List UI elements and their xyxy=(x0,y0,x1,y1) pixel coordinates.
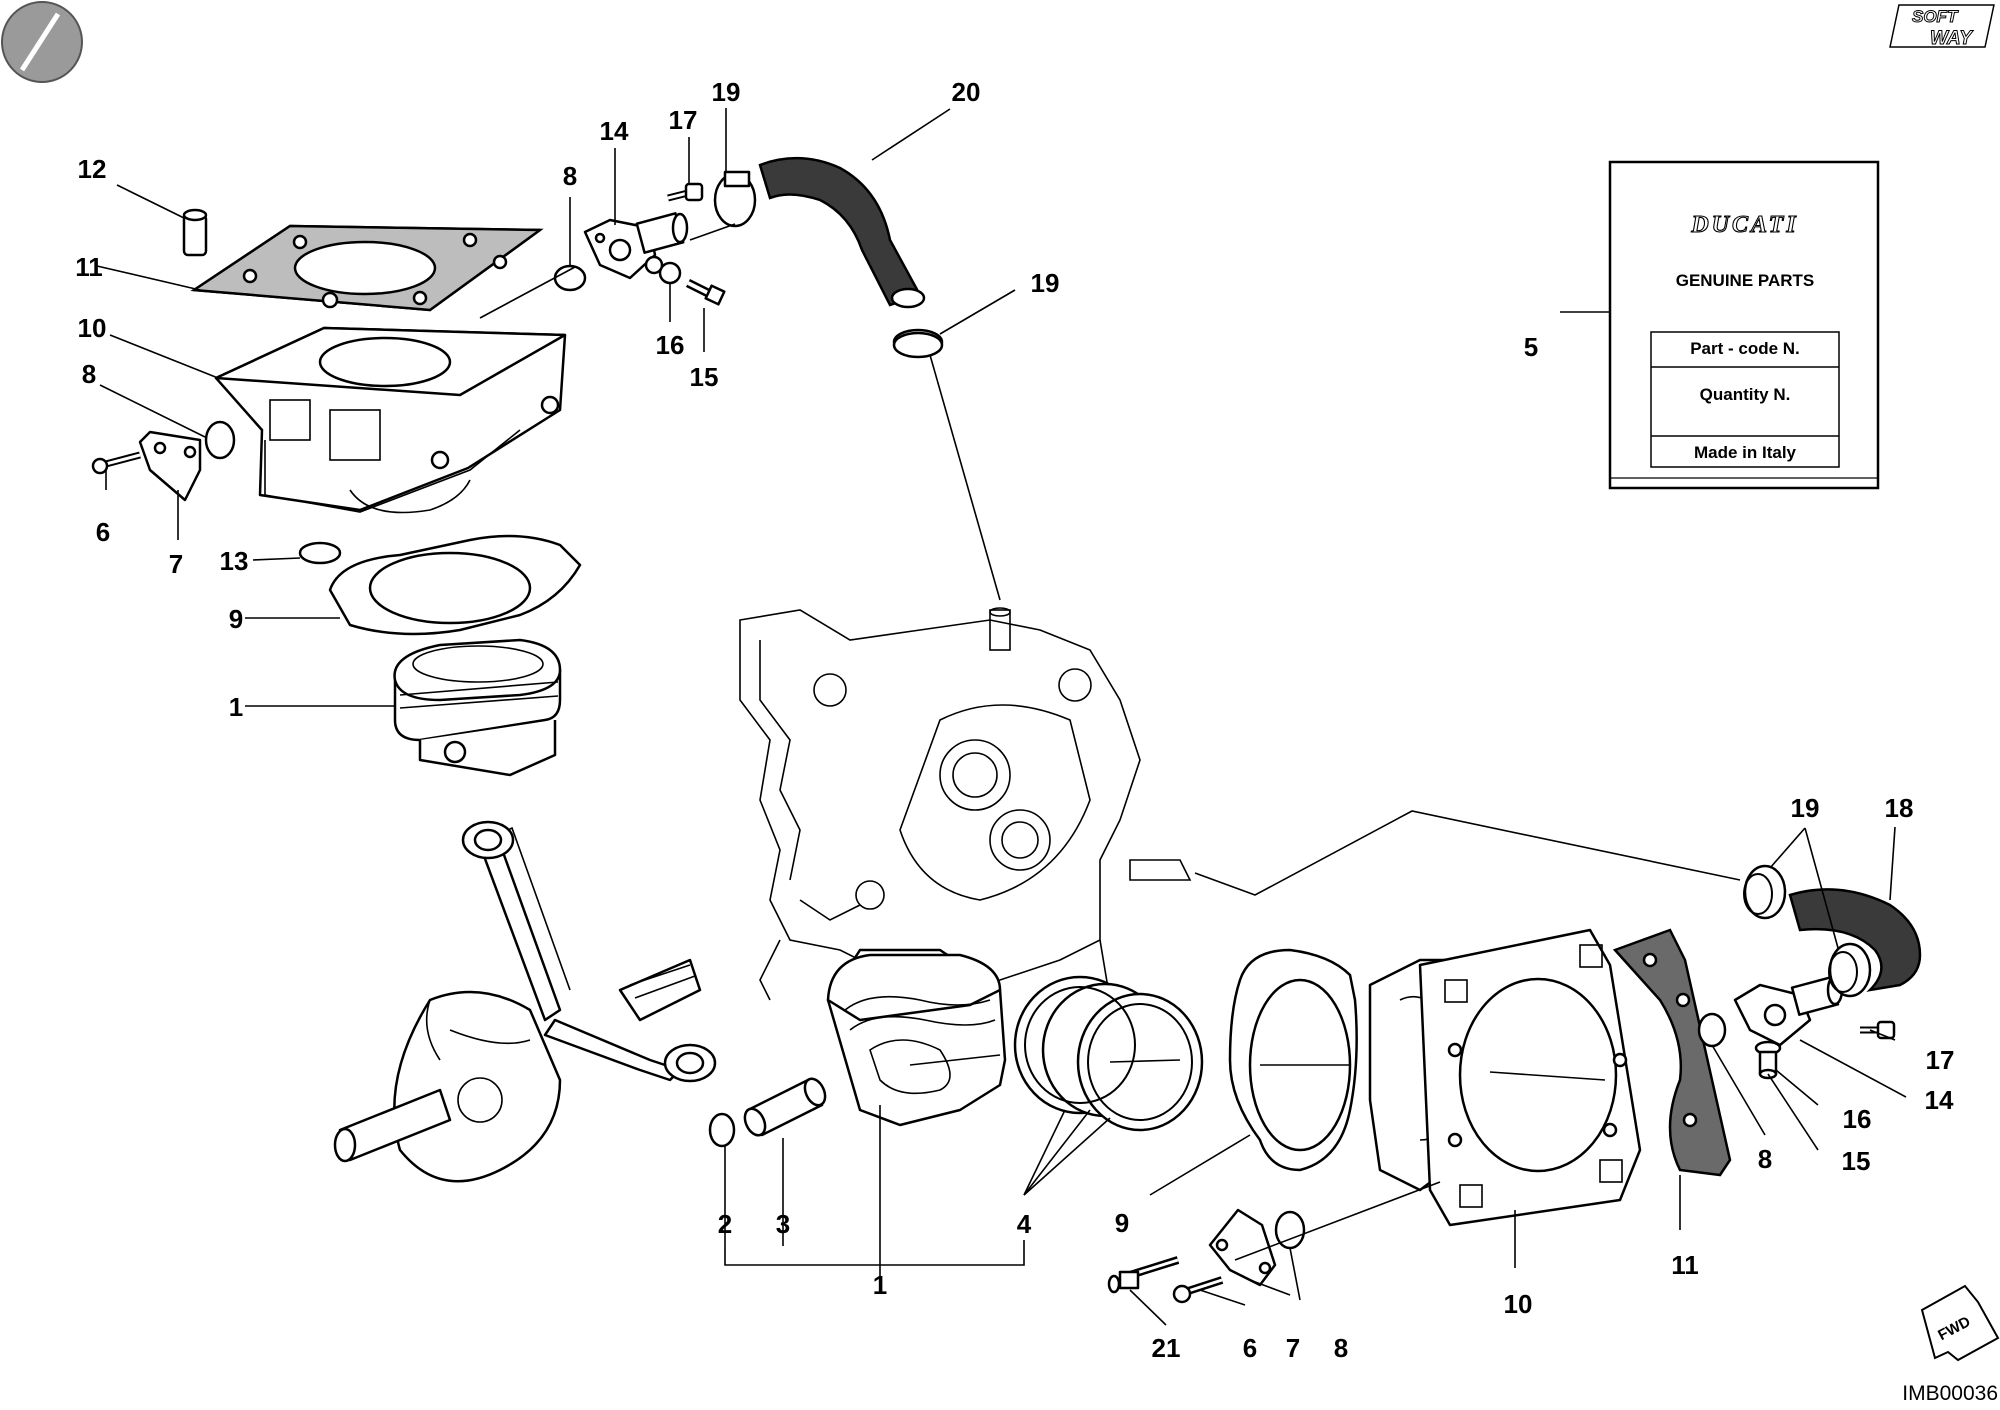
o-ring-8-lower-right xyxy=(1697,1012,1727,1048)
corner-badge-icon xyxy=(1,1,83,83)
piston-1-top xyxy=(393,638,562,777)
callout-1-top: 1 xyxy=(229,692,243,722)
callout-8-upper: 8 xyxy=(563,161,577,191)
callout-12: 12 xyxy=(78,154,107,184)
callout-7-lower: 7 xyxy=(1286,1333,1300,1363)
bolt-15-washer-16-lower xyxy=(1754,1040,1782,1080)
callout-7-top: 7 xyxy=(169,549,183,579)
drawing-code: IMB00036 xyxy=(1902,1382,1998,1405)
callout-8-lower-right: 8 xyxy=(1758,1144,1772,1174)
callout-11-top: 11 xyxy=(75,252,103,282)
tag-field-quantity: Quantity N. xyxy=(1700,385,1791,404)
callout-8-lower: 8 xyxy=(1334,1333,1348,1363)
screw-6-top xyxy=(91,451,141,475)
bolt-17-top xyxy=(667,182,704,202)
callout-19-lower: 19 xyxy=(1791,793,1820,823)
o-ring-8-left xyxy=(204,420,236,460)
circlip-2 xyxy=(708,1112,736,1148)
crankshaft-conrods xyxy=(333,820,717,1183)
o-ring-13 xyxy=(298,541,342,565)
logo-bottom-text: WAY xyxy=(1930,28,1974,49)
leader-lines xyxy=(96,108,1907,1326)
callout-20: 20 xyxy=(952,77,981,107)
callout-5: 5 xyxy=(1524,332,1538,362)
tag-field-part-code: Part - code N. xyxy=(1690,339,1800,358)
union-fitting-14-top xyxy=(583,212,689,280)
base-gasket-9-top xyxy=(328,534,582,636)
callout-10-lower: 10 xyxy=(1504,1289,1533,1319)
head-gasket-11-lower xyxy=(1612,928,1732,1177)
bolt-17-lower xyxy=(1860,1020,1896,1040)
base-gasket-9-lower xyxy=(1228,948,1358,1172)
softway-logo: SOFT WAY xyxy=(1889,4,1995,50)
bleed-nipple-21 xyxy=(1107,1256,1180,1294)
flange-plate-7-top xyxy=(138,430,202,502)
callout-10-top: 10 xyxy=(78,313,107,343)
cylinder-10-lower xyxy=(1368,928,1642,1227)
fwd-arrow-icon: FWD xyxy=(1920,1284,2000,1362)
hose-clamp-19-mid xyxy=(892,328,944,359)
tag-field-origin: Made in Italy xyxy=(1694,443,1797,462)
callout-13: 13 xyxy=(220,546,249,576)
bolt-15-top xyxy=(685,278,726,306)
callout-14-top: 14 xyxy=(600,116,629,146)
callout-14-lower: 14 xyxy=(1925,1085,1954,1115)
piston-pin-3 xyxy=(743,1077,827,1137)
piston-rings-4 xyxy=(1013,975,1204,1132)
flange-plate-7-lower xyxy=(1208,1208,1277,1287)
dowel-pin-12 xyxy=(182,208,208,257)
piston-1-lower xyxy=(826,948,1007,1127)
callout-15-lower: 15 xyxy=(1842,1146,1871,1176)
callout-15-top: 15 xyxy=(690,362,719,392)
callout-21: 21 xyxy=(1152,1333,1181,1363)
callout-labels: 12 11 10 8 6 7 13 9 1 8 14 17 19 16 15 2… xyxy=(75,77,1954,1363)
coolant-hose-20 xyxy=(758,157,922,307)
cylinder-10-top xyxy=(214,326,567,514)
callout-18: 18 xyxy=(1885,793,1914,823)
callout-17-lower: 17 xyxy=(1926,1045,1955,1075)
callout-9-lower: 9 xyxy=(1115,1208,1129,1238)
coolant-hose-18 xyxy=(1788,888,1922,992)
callout-9-top: 9 xyxy=(229,604,243,634)
tag-brand: DUCATI xyxy=(1690,212,1798,238)
callout-6-top: 6 xyxy=(96,517,110,547)
genuine-parts-tag: DUCATI GENUINE PARTS Part - code N. Quan… xyxy=(1608,160,1880,490)
callout-6-lower: 6 xyxy=(1243,1333,1257,1363)
callout-19-top: 19 xyxy=(712,77,741,107)
hose-clamp-19-top xyxy=(713,170,757,228)
callout-19-mid: 19 xyxy=(1031,268,1060,298)
tag-heading: GENUINE PARTS xyxy=(1676,271,1815,290)
screw-6-lower xyxy=(1172,1276,1224,1304)
union-fitting-14-lower xyxy=(1733,974,1844,1047)
callout-4: 4 xyxy=(1017,1209,1032,1239)
callout-2: 2 xyxy=(718,1209,732,1239)
callout-3: 3 xyxy=(776,1209,790,1239)
callout-17-top: 17 xyxy=(669,105,698,135)
callout-16-lower: 16 xyxy=(1843,1104,1872,1134)
head-gasket-11-top xyxy=(190,224,544,312)
logo-top-text: SOFT xyxy=(1912,7,1959,26)
hose-clamp-19-lower-a xyxy=(1743,864,1787,920)
callout-1-lower: 1 xyxy=(873,1270,887,1300)
hose-clamp-19-lower-b xyxy=(1828,942,1872,998)
callout-8-left: 8 xyxy=(82,359,96,389)
crankcase-ghost-outline xyxy=(739,607,1192,1011)
callout-16-top: 16 xyxy=(656,330,685,360)
callout-11-lower: 11 xyxy=(1671,1250,1699,1280)
